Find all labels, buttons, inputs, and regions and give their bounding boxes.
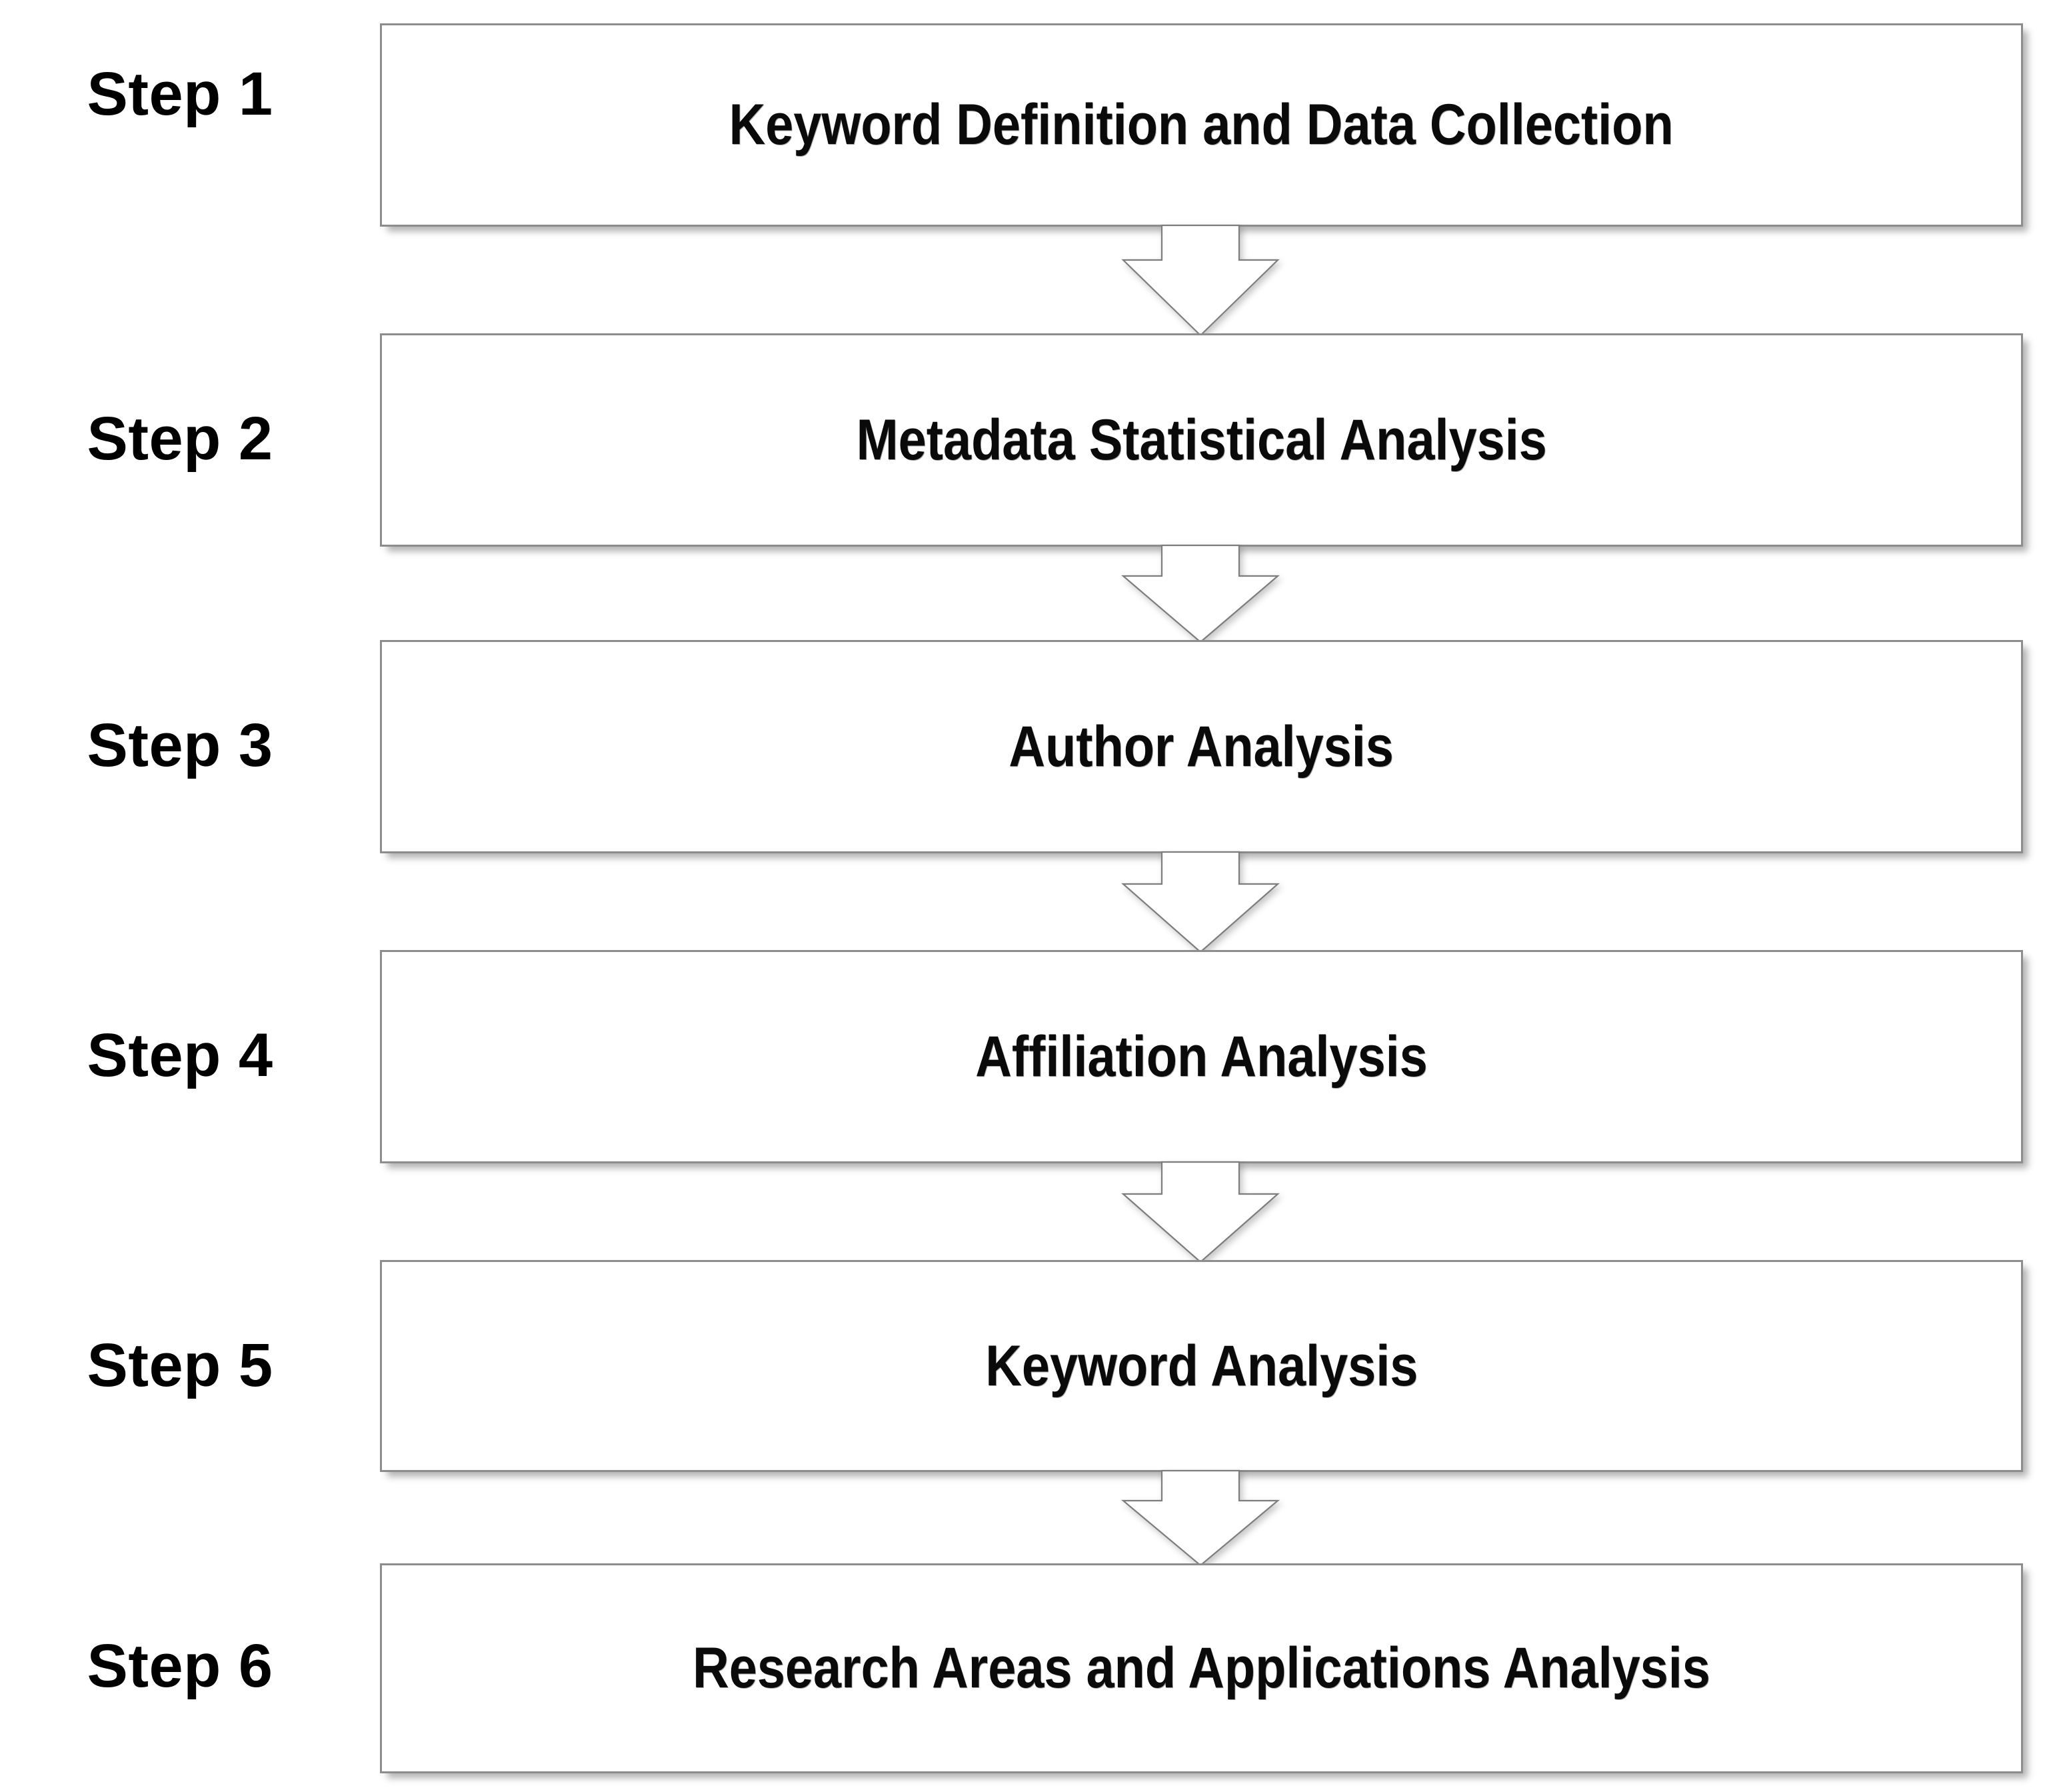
arrow-step-2-to-step-3 [1121, 544, 1280, 643]
step-label-4: Step 4 [87, 1021, 273, 1089]
process-box-6[interactable]: Research Areas and Applications Analysis [380, 1563, 2023, 1773]
down-arrow-icon [1121, 1161, 1280, 1263]
process-box-4[interactable]: Affiliation Analysis [380, 950, 2023, 1163]
down-arrow-icon [1121, 544, 1280, 643]
process-box-label-2: Metadata Statistical Analysis [856, 407, 1547, 472]
process-box-5[interactable]: Keyword Analysis [380, 1260, 2023, 1472]
process-box-3[interactable]: Author Analysis [380, 640, 2023, 853]
arrow-step-1-to-step-2 [1121, 224, 1280, 337]
step-label-6: Step 6 [87, 1632, 273, 1700]
arrow-step-4-to-step-5 [1121, 1161, 1280, 1263]
process-box-label-6: Research Areas and Applications Analysis [693, 1636, 1710, 1701]
step-label-5: Step 5 [87, 1331, 273, 1399]
arrow-step-3-to-step-4 [1121, 851, 1280, 953]
process-box-label-1: Keyword Definition and Data Collection [729, 93, 1674, 157]
arrow-step-5-to-step-6 [1120, 1469, 1280, 1567]
down-arrow-icon [1121, 224, 1280, 337]
down-arrow-icon [1120, 1469, 1280, 1567]
process-box-label-3: Author Analysis [1009, 714, 1394, 779]
down-arrow-icon [1121, 851, 1280, 953]
process-box-label-5: Keyword Analysis [985, 1333, 1418, 1398]
process-box-label-4: Affiliation Analysis [975, 1024, 1428, 1089]
process-box-2[interactable]: Metadata Statistical Analysis [380, 333, 2023, 547]
step-label-3: Step 3 [87, 711, 273, 779]
process-box-1[interactable]: Keyword Definition and Data Collection [380, 23, 2023, 227]
step-label-2: Step 2 [87, 405, 273, 473]
step-label-1: Step 1 [87, 60, 273, 128]
